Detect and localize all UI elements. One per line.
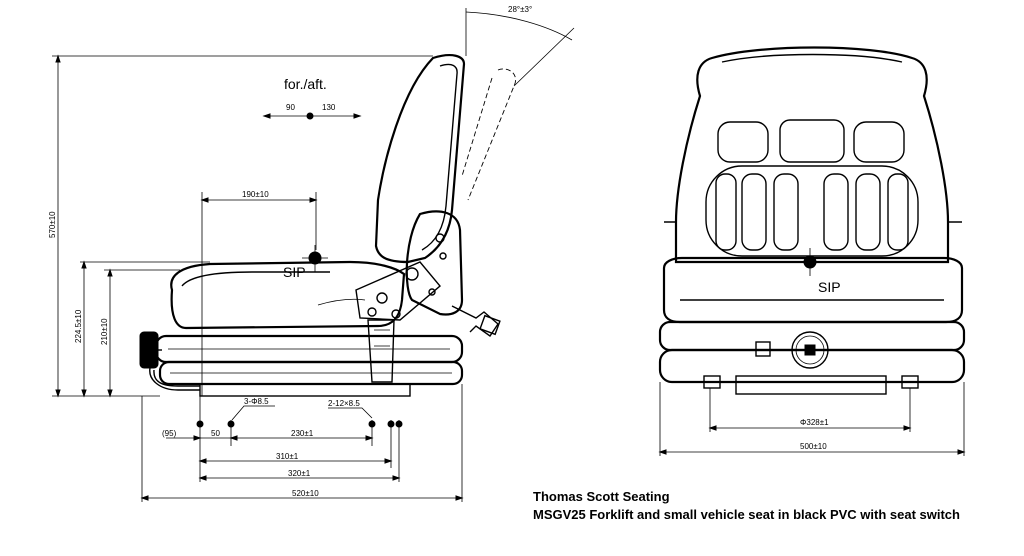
dim-back-angle: 28°±3°	[508, 5, 532, 14]
caption: Thomas Scott Seating MSGV25 Forklift and…	[533, 488, 960, 524]
dim-hole-b: 2-12×8.5	[328, 399, 360, 408]
dim-sip-offset: 190±10	[242, 190, 269, 199]
fore-aft-min: 90	[286, 103, 295, 112]
dim-310: 310±1	[276, 452, 299, 461]
sip-label-front: SIP	[818, 279, 841, 295]
dim-230: 230±1	[291, 429, 314, 438]
fore-aft-max: 130	[322, 103, 336, 112]
dim-320: 320±1	[288, 469, 311, 478]
side-view-dimensions: 570±10 224.5±10 210±10 190±10 28°±3° 3-Φ…	[48, 5, 575, 502]
dim-520: 520±10	[292, 489, 319, 498]
caption-description: MSGV25 Forklift and small vehicle seat i…	[533, 507, 960, 522]
dim-height-seat: 224.5±10	[74, 309, 83, 343]
dim-95: (95)	[162, 429, 177, 438]
front-view-dimensions: Φ328±1 500±10	[658, 382, 966, 456]
caption-company: Thomas Scott Seating	[533, 489, 670, 504]
dim-328: Φ328±1	[800, 418, 829, 427]
dim-500: 500±10	[800, 442, 827, 451]
dim-hole-a: 3-Φ8.5	[244, 397, 269, 406]
fore-aft-label: for./aft.	[284, 76, 327, 92]
side-view: SIP for./aft. 90 130	[139, 54, 516, 397]
dim-50: 50	[211, 429, 220, 438]
sip-label-side: SIP	[283, 264, 306, 280]
front-view: SIP	[658, 46, 966, 395]
dim-height-total: 570±10	[48, 211, 57, 238]
dim-height-cushion: 210±10	[100, 318, 109, 345]
